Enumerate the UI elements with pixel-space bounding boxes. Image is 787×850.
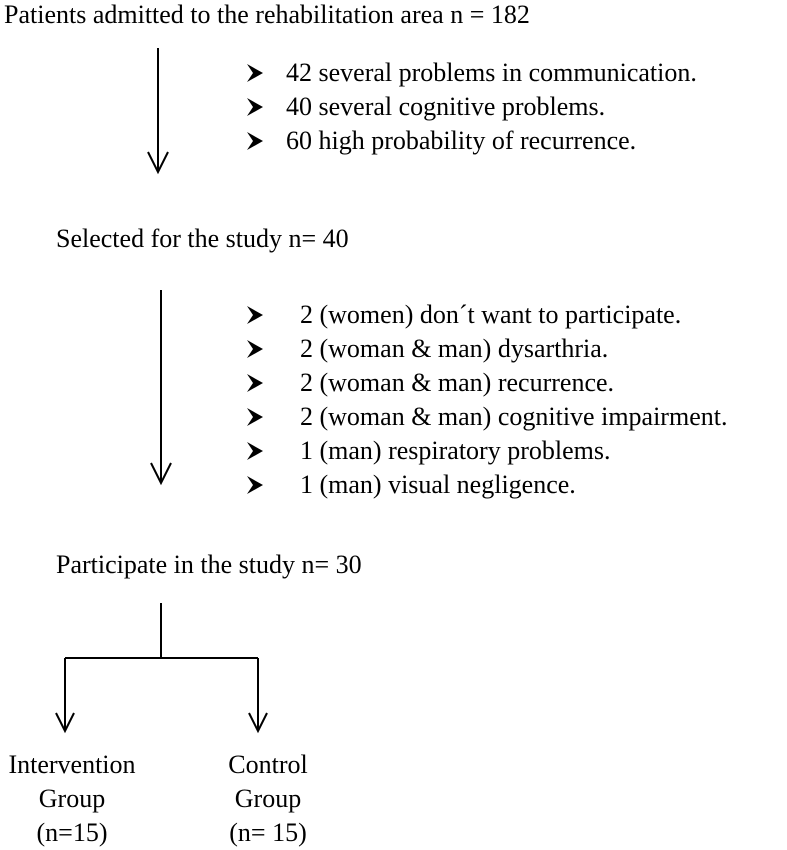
exclusion-item: 1 (man) visual negligence. bbox=[246, 468, 576, 502]
exclusion-text: 60 high probability of recurrence. bbox=[286, 126, 637, 155]
exclusion-text: 42 several problems in communication. bbox=[286, 58, 697, 87]
exclusion-item: 2 (woman & man) recurrence. bbox=[246, 366, 614, 400]
group-intervention-line2: Group bbox=[38, 784, 106, 813]
group-intervention-line3: (n=15) bbox=[36, 818, 108, 847]
exclusion-item: 2 (women) don´t want to participate. bbox=[246, 298, 681, 332]
group-control-line3: (n= 15) bbox=[229, 818, 307, 847]
arrowhead-bullet-icon bbox=[247, 340, 263, 358]
exclusion-text: 1 (man) respiratory problems. bbox=[300, 436, 611, 465]
exclusion-item: 60 high probability of recurrence. bbox=[246, 124, 636, 158]
exclusion-item: 2 (woman & man) dysarthria. bbox=[246, 332, 608, 366]
split-connector bbox=[55, 603, 268, 734]
arrowhead-bullet-icon bbox=[247, 64, 263, 82]
step-participate-label: Participate in the study n= 30 bbox=[56, 550, 362, 579]
exclusion-item: 40 several cognitive problems. bbox=[246, 90, 605, 124]
arrowhead-bullet-icon bbox=[247, 442, 263, 460]
exclusion-text: 2 (woman & man) dysarthria. bbox=[300, 334, 609, 363]
group-intervention: Intervention Group (n=15) bbox=[0, 748, 144, 850]
exclusion-text: 2 (woman & man) recurrence. bbox=[300, 368, 615, 397]
arrowhead-bullet-icon bbox=[247, 408, 263, 426]
group-control-line1: Control bbox=[228, 750, 308, 779]
step-selected-label: Selected for the study n= 40 bbox=[56, 224, 349, 253]
exclusion-item: 1 (man) respiratory problems. bbox=[246, 434, 610, 468]
exclusion-text: 2 (woman & man) cognitive impairment. bbox=[300, 402, 728, 431]
down-arrow-2 bbox=[150, 290, 172, 486]
arrowhead-bullet-icon bbox=[247, 374, 263, 392]
exclusion-item: 2 (woman & man) cognitive impairment. bbox=[246, 400, 727, 434]
exclusion-item: 42 several problems in communication. bbox=[246, 56, 697, 90]
arrowhead-bullet-icon bbox=[247, 306, 263, 324]
exclusion-text: 1 (man) visual negligence. bbox=[300, 470, 576, 499]
arrowhead-bullet-icon bbox=[247, 476, 263, 494]
exclusion-text: 40 several cognitive problems. bbox=[286, 92, 606, 121]
arrowhead-bullet-icon bbox=[247, 98, 263, 116]
down-arrow-1 bbox=[147, 48, 169, 175]
exclusion-text: 2 (women) don´t want to participate. bbox=[300, 300, 682, 329]
arrowhead-bullet-icon bbox=[247, 132, 263, 150]
group-control-line2: Group bbox=[234, 784, 302, 813]
group-control: Control Group (n= 15) bbox=[200, 748, 336, 850]
group-intervention-line1: Intervention bbox=[8, 750, 136, 779]
step-admitted-label: Patients admitted to the rehabilitation … bbox=[4, 0, 530, 29]
